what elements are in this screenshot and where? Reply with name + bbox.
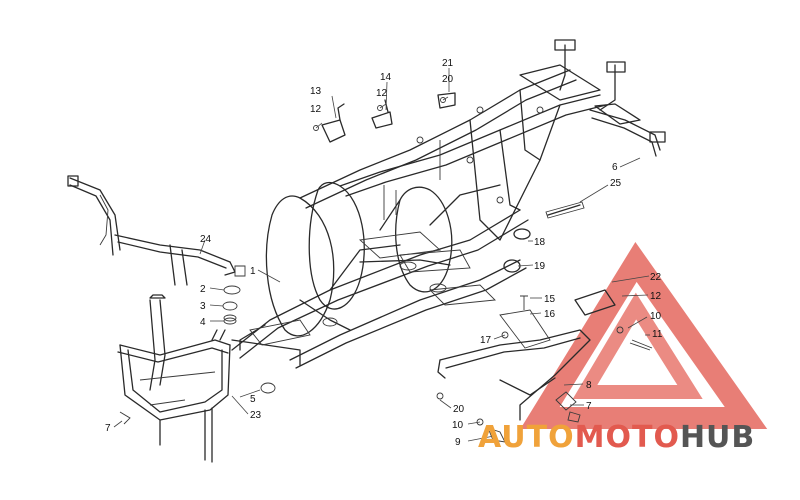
callout-21: 21 bbox=[442, 58, 454, 69]
callout-11: 11 bbox=[652, 329, 663, 340]
callout-4: 4 bbox=[200, 317, 206, 328]
callout-9: 9 bbox=[455, 437, 461, 448]
watermark-logo: AUTOMOTOHUB bbox=[478, 420, 755, 455]
callout-23: 23 bbox=[250, 410, 262, 421]
callout-12-bracket13: 12 bbox=[310, 104, 322, 115]
watermark-text-hub: HUB bbox=[680, 420, 755, 455]
callout-17: 17 bbox=[480, 335, 492, 346]
watermark-text-moto: MOTO bbox=[575, 420, 680, 455]
callout-10-left: 10 bbox=[452, 420, 464, 431]
svg-text:AUTOMOTOHUB: AUTOMOTOHUB bbox=[478, 420, 755, 455]
callout-3: 3 bbox=[200, 301, 206, 312]
callout-labels: 1 2 3 4 5 6 7 7 8 9 10 10 11 12 12 12 13… bbox=[105, 58, 663, 448]
hardware-parts bbox=[119, 97, 653, 443]
rear-grab-bar bbox=[589, 103, 666, 157]
callout-12-bracket14: 12 bbox=[376, 88, 388, 99]
bracket-21 bbox=[437, 92, 456, 109]
callout-14: 14 bbox=[380, 72, 392, 83]
callout-2: 2 bbox=[200, 284, 206, 295]
bracket-14 bbox=[371, 99, 393, 129]
watermark-triangle-inner bbox=[572, 292, 703, 399]
right-footrest bbox=[437, 289, 616, 421]
watermark-text-auto: AUTO bbox=[478, 420, 575, 455]
leader-lines bbox=[113, 68, 650, 442]
callout-20-bottom: 20 bbox=[453, 404, 465, 415]
front-rack bbox=[67, 175, 236, 286]
front-bumper bbox=[117, 294, 231, 463]
callout-6: 6 bbox=[612, 162, 618, 173]
bracket-13 bbox=[321, 103, 346, 143]
main-frame bbox=[231, 39, 626, 369]
watermark-triangle bbox=[520, 242, 768, 429]
callout-10-right: 10 bbox=[650, 311, 662, 322]
callout-7-left: 7 bbox=[105, 423, 111, 434]
callout-5: 5 bbox=[250, 394, 256, 405]
callout-18: 18 bbox=[534, 237, 546, 248]
callout-8: 8 bbox=[586, 380, 592, 391]
callout-1: 1 bbox=[250, 266, 256, 277]
callout-20-top: 20 bbox=[442, 74, 454, 85]
callout-19: 19 bbox=[534, 261, 546, 272]
callout-13: 13 bbox=[310, 86, 322, 97]
callout-12-right: 12 bbox=[650, 291, 662, 302]
callout-16: 16 bbox=[544, 309, 556, 320]
callout-24: 24 bbox=[200, 234, 212, 245]
callout-22: 22 bbox=[650, 272, 662, 283]
callout-7-right: 7 bbox=[586, 401, 592, 412]
callout-15: 15 bbox=[544, 294, 556, 305]
callout-25: 25 bbox=[610, 178, 622, 189]
